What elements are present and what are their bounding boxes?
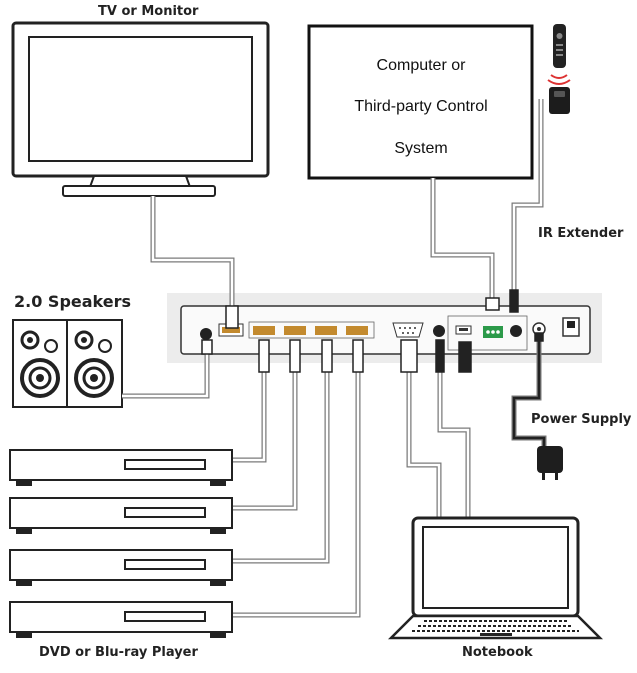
ir-extender-receiver [549,87,570,114]
ir-remote [547,24,571,85]
control-system-line-2: Third-party Control [354,98,488,115]
players-label: DVD or Blu-ray Player [39,645,198,660]
speakers-label: 2.0 Speakers [14,292,132,311]
control-system-line-1: Computer or [376,57,466,74]
control-system-box [307,24,534,180]
tv-monitor [11,21,270,197]
switcher-device [167,293,602,363]
connector-plugs [201,289,544,373]
cables [122,99,547,618]
power-supply-label: Power Supply [531,412,632,427]
notebook [387,516,604,640]
ir-extender-label: IR Extender [538,226,624,241]
power-adapter [537,446,563,480]
media-players [9,449,233,638]
notebook-label: Notebook [462,645,533,660]
speakers [12,319,123,408]
control-system-line-3: System [394,140,448,157]
tv-label: TV or Monitor [98,4,199,19]
